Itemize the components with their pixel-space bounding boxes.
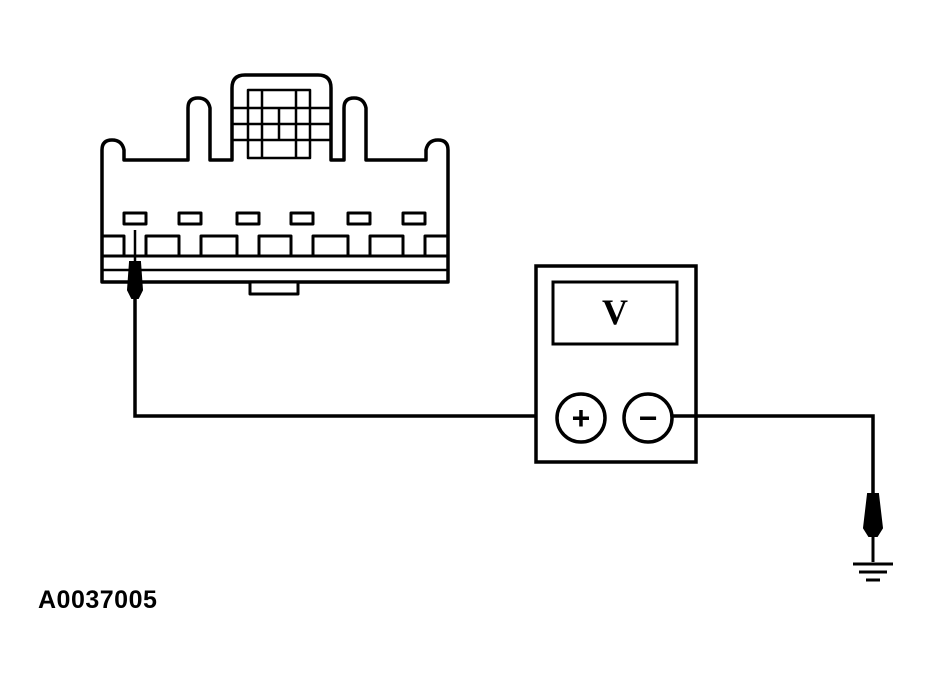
terminal-slots [122,211,427,226]
positive-lead-wire [133,298,556,418]
negative-terminal-symbol: − [639,400,658,436]
voltmeter: V + − [534,264,698,464]
voltmeter-display [551,280,679,346]
connector-key [248,280,300,296]
connector-housing [100,73,450,284]
back-probe [126,230,144,299]
ground-icon [853,562,893,582]
positive-terminal-symbol: + [572,400,591,436]
voltmeter-display-symbol: V [602,292,628,332]
positive-terminal [555,392,607,444]
terminal-cavities [102,234,448,256]
connector-latch [233,88,330,160]
figure-id-label: A0037005 [38,586,158,614]
negative-terminal [622,392,674,444]
negative-lead-wire [672,414,875,494]
electrical-connector [100,73,450,296]
ground-probe [862,493,884,562]
